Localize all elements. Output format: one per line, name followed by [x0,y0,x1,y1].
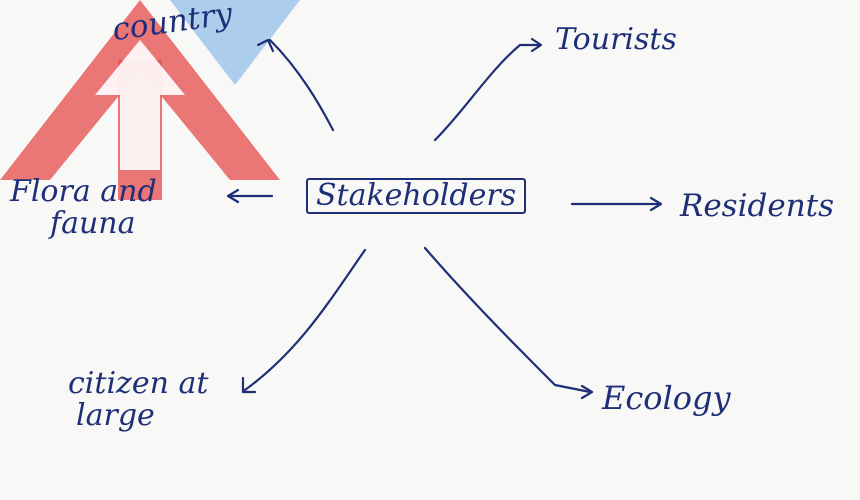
node-flora-line2: fauna [50,205,136,241]
watermark-white-arrow [95,40,185,170]
arrow-to-flora-head [226,188,240,204]
arrow-to-tourists [433,43,542,142]
node-flora-line1: Flora and [10,174,157,209]
arrow-to-citizen [243,248,367,392]
watermark-logo-icon [0,0,300,200]
center-node-stakeholders: Stakeholders [306,178,527,214]
node-citizen-at-large: citizen at large [68,368,208,431]
arrow-to-tourists-head [530,37,543,53]
node-citizen-line2: large [76,397,155,433]
arrow-to-ecology-head [580,384,594,400]
arrow-to-citizen-head [241,376,257,394]
node-flora-and-fauna: Flora and fauna [10,176,157,239]
arrow-to-residents-head [649,196,663,212]
arrow-to-country [268,38,335,132]
watermark-blue-shape [170,0,300,85]
arrow-to-ecology [423,246,592,394]
arrow-to-country-head [256,38,275,53]
node-residents: Residents [680,188,835,224]
watermark-red-shape [0,0,280,180]
node-tourists: Tourists [555,22,677,57]
node-ecology: Ecology [602,379,731,417]
node-citizen-line1: citizen at [68,366,209,401]
